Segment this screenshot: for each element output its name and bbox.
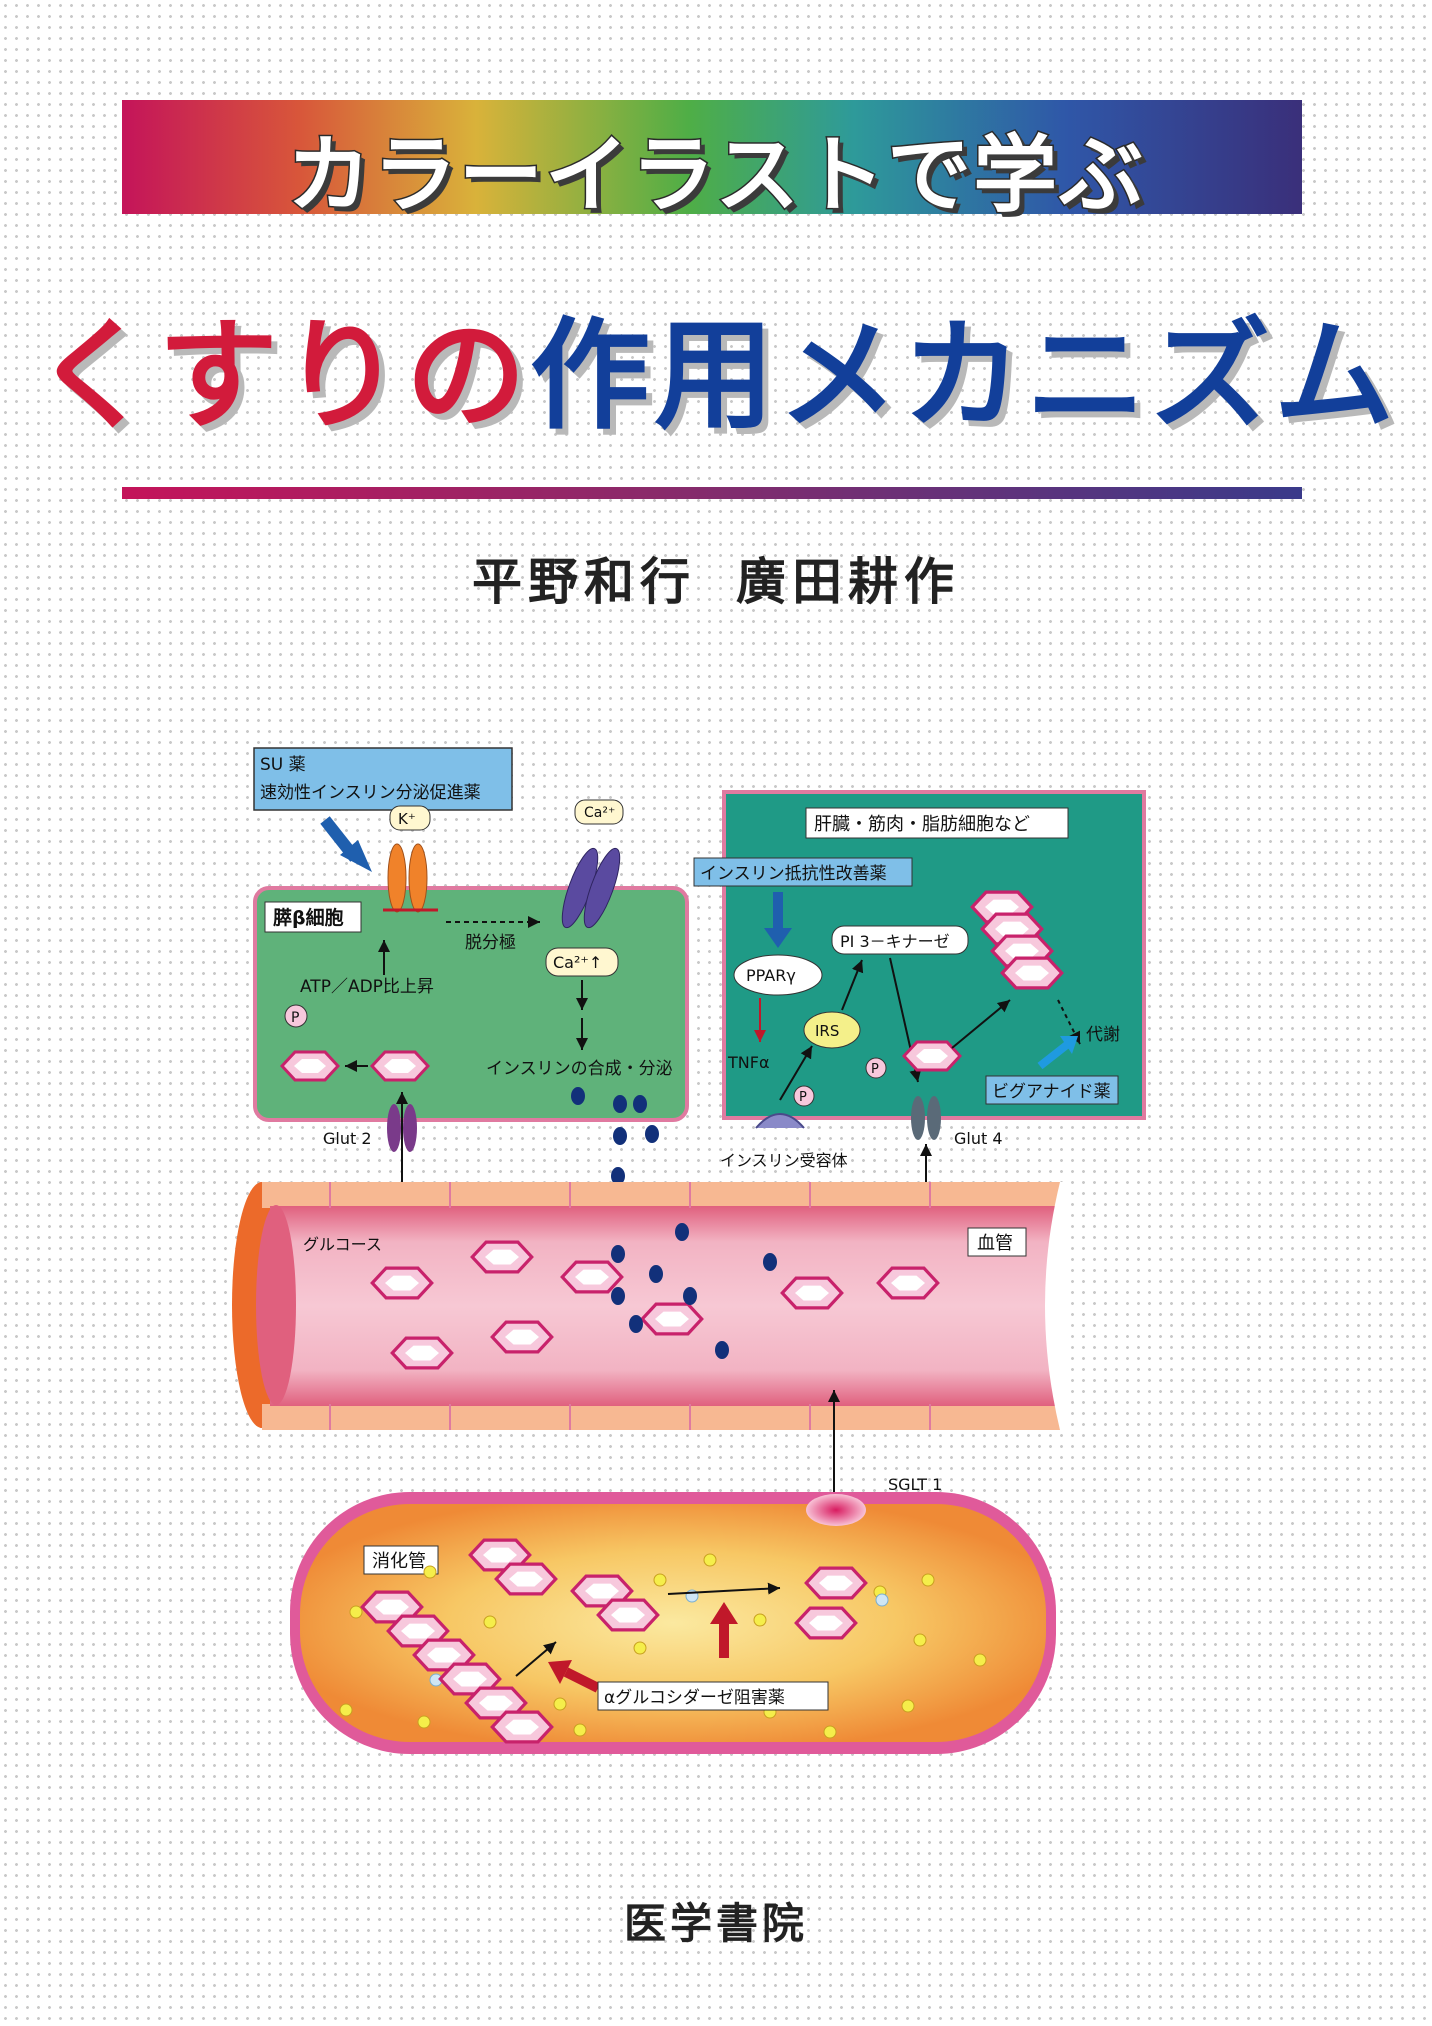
alpha-gi-label: αグルコシダーゼ阻害薬 [604,1688,785,1708]
ca-up-box [545,947,619,977]
insulin-resistance-drug: インスリン抵抗性改善薬 [700,864,887,884]
su-drug-sub: 速効性インスリン分泌促進薬 [260,783,481,803]
receptor-phosphate-label: P [799,1090,807,1105]
irs-label: IRS [815,1022,839,1040]
ppar-node [733,954,823,996]
pi3k-label: PI 3－キナーゼ [840,932,950,951]
biguanide-arrow [1037,1040,1071,1070]
irs-phosphate-label: P [871,1062,879,1077]
inhibition-arrow-up-head [710,1602,738,1624]
insulin-resistance-drug-box [693,857,913,887]
blood-vessel [232,1182,1070,1430]
ca-ion-box [574,799,624,825]
main-title-red: くすりの [34,307,530,446]
alpha-gi-box [597,1681,829,1711]
hydrolysis-arrow [515,1641,557,1677]
gut-label: 消化管 [372,1551,426,1572]
su-drug-label: SU 薬 [260,755,306,775]
pi3k-box [831,925,969,955]
gut-transport-arrow [667,1582,781,1595]
insulin-secretion-label: インスリンの合成・分泌 [486,1059,673,1079]
ppar-label: PPARγ [746,966,796,985]
pancreatic-cell [253,886,689,1122]
target-cell-label: 肝臓・筋肉・脂肪細胞など [814,814,1030,835]
metabolism-label: 代謝 [1086,1025,1120,1045]
glucose-in-cell [370,1050,430,1082]
k-channel-left [387,843,407,913]
insulin-granules [571,1087,659,1185]
blood-vessel-label-box [967,1227,1027,1257]
su-arrow-head [340,840,372,872]
publisher: 医学書院 [623,1899,808,1948]
biguanide-label: ビグアナイド薬 [992,1082,1111,1102]
glycogen-4 [1000,956,1064,990]
authors: 平野和行廣田耕作 [0,542,1432,614]
glut2-left [387,1104,401,1152]
glut2-right [403,1104,417,1152]
glut4-label: Glut 4 [954,1129,1003,1148]
biguanide-arrow-head [1060,1036,1078,1054]
atp-adp-label: ATP／ADP比上昇 [300,977,434,997]
glut4-left [911,1096,925,1140]
inhibition-arrow-left-head [548,1660,572,1684]
depolarization-label: 脱分極 [465,933,516,953]
su-drug-box: SU 薬 速効性インスリン分泌促進薬 [253,747,513,811]
sglt1-label: SGLT 1 [888,1475,942,1494]
glucose-label: グルコース [303,1235,382,1254]
tzd-arrow-head [764,928,792,948]
k-ion: K⁺ [398,810,416,828]
irs-node [803,1011,861,1049]
sglt1-transporter [806,1494,866,1526]
insulin-in-blood [611,1223,777,1359]
main-title: くすりの作用メカニズム [0,278,1432,452]
insulin-receptor-label: インスリン受容体 [720,1151,848,1170]
irs-pi3k-arrow [841,959,864,1011]
title-banner [122,100,1302,214]
title-rule [122,487,1302,499]
target-cell-label-box [805,807,1069,839]
tnf-label: TNFα [727,1053,770,1072]
main-title-blue: 作用メカニズム [530,307,1398,446]
author-2: 廣田耕作 [736,553,960,611]
inhibition-arrow-left [563,1667,601,1693]
irs-phosphate [865,1057,887,1079]
k-channel-right [408,843,428,913]
ca-channel-right [583,847,621,929]
phosphate-marker [284,1004,308,1028]
ca-ion: Ca²⁺ [584,805,615,821]
ca-up: Ca²⁺↑ [553,953,602,972]
glucose-6p [280,1050,340,1082]
glucose-in-target [902,1040,962,1072]
pancreas-label: 膵β細胞 [273,906,344,929]
glut4-right [927,1096,941,1140]
glut2-label: Glut 2 [323,1129,372,1148]
title-line1: カラーイラストで学ぶ [285,125,1146,226]
blood-vessel-label: 血管 [977,1233,1013,1254]
k-ion-box [389,805,431,831]
receptor-irs-arrow [779,1045,813,1101]
insulin-receptor-shape [755,1113,805,1129]
phosphate-label: P [291,1010,299,1026]
receptor-phosphate [793,1085,815,1107]
author-1: 平野和行 [472,553,696,611]
pancreas-label-box [264,901,362,933]
biguanide-box [985,1075,1119,1105]
glycogen-arrow [951,999,1011,1049]
